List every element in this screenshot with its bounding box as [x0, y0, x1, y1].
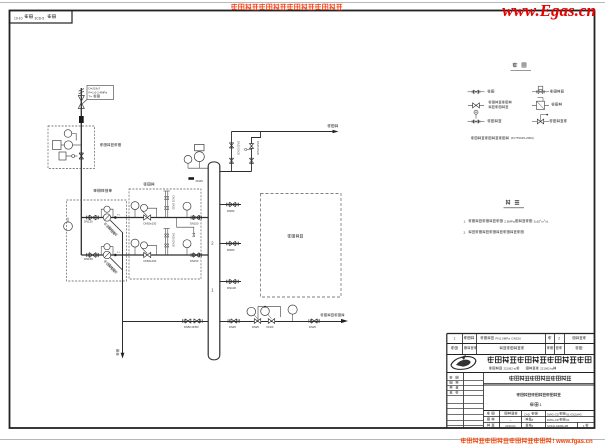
svg-text:#: # — [532, 418, 534, 422]
svg-text:! www.fgas.cn: ! www.fgas.cn — [553, 439, 593, 445]
svg-text:#: # — [532, 424, 534, 428]
svg-text:2: 2 — [211, 241, 214, 246]
svg-text:DN25 DN25: DN25 DN25 — [172, 196, 176, 211]
svg-text:T=: T= — [89, 94, 93, 98]
svg-text:2: 2 — [558, 337, 560, 341]
svg-text:DN80: DN80 — [227, 209, 235, 213]
svg-text:10-10: 10-10 — [14, 17, 23, 21]
svg-text:3CD-5: 3CD-5 — [35, 17, 45, 21]
svg-text:SCKH-GD06+2B: SCKH-GD06+2B — [547, 424, 568, 428]
svg-text:www.Egas.cn: www.Egas.cn — [502, 1, 596, 20]
svg-text:DN20: DN20 — [267, 325, 274, 329]
svg-text:DN150: DN150 — [84, 220, 93, 224]
svg-text:DN150: DN150 — [190, 259, 199, 263]
svg-text:-01-03(2)WG: -01-03(2)WG — [566, 412, 582, 416]
svg-text:m: m — [541, 219, 544, 223]
svg-text:221062-sj: 221062-sj — [503, 366, 516, 370]
svg-text:DN150: DN150 — [190, 221, 199, 225]
svg-text:D=219x7: D=219x7 — [89, 86, 101, 90]
svg-text:1: 1 — [583, 424, 585, 428]
svg-text:P=1.6-2.4MPa: P=1.6-2.4MPa — [89, 90, 108, 94]
svg-text:2016.01: 2016.01 — [505, 424, 516, 428]
svg-text:(SY/T0015-2003): (SY/T0015-2003) — [511, 136, 534, 140]
svg-text:F-1: F-1 — [117, 252, 121, 254]
svg-text:-01: -01 — [566, 418, 570, 422]
svg-text:1: 1 — [211, 288, 214, 293]
svg-text:3: 3 — [544, 220, 546, 222]
svg-text:DN25: DN25 — [309, 325, 316, 329]
svg-text:/d.: /d. — [545, 219, 549, 223]
svg-text:221062-ky: 221062-ky — [540, 366, 554, 370]
svg-text:DN150: DN150 — [84, 257, 93, 261]
svg-text:DN50x150: DN50x150 — [144, 259, 157, 263]
svg-text:1.: 1. — [464, 219, 467, 223]
svg-text:4: 4 — [540, 220, 542, 222]
svg-text:2.: 2. — [464, 230, 467, 234]
svg-text:DN25 DN25: DN25 DN25 — [172, 233, 176, 248]
svg-text:DN25: DN25 — [252, 325, 259, 329]
svg-text:2.5MPa,: 2.5MPa, — [504, 219, 515, 223]
svg-text:DN80: DN80 — [227, 248, 235, 252]
svg-text:DN25: DN25 — [229, 325, 236, 329]
svg-text:1: 1 — [539, 403, 541, 407]
svg-text:DN25 DN25: DN25 DN25 — [237, 141, 241, 156]
svg-text:1: 1 — [454, 337, 456, 341]
svg-text:DWG-CD: DWG-CD — [547, 412, 559, 416]
svg-text:DN25 DN25: DN25 DN25 — [256, 141, 260, 156]
svg-text:DN25: DN25 — [196, 179, 204, 183]
svg-text:DN50 DN50: DN50 DN50 — [184, 325, 199, 329]
svg-text:DN50x150: DN50x150 — [144, 221, 157, 225]
svg-text:2x10: 2x10 — [534, 219, 541, 223]
svg-text:PN1.0MPa DN150: PN1.0MPa DN150 — [495, 337, 521, 341]
svg-text:DWG-CD: DWG-CD — [547, 418, 559, 422]
svg-text:CAD: CAD — [524, 412, 530, 416]
svg-text:DN100: DN100 — [227, 286, 236, 290]
svg-text:~: ~ — [510, 418, 512, 422]
svg-text:F-1: F-1 — [117, 215, 121, 217]
